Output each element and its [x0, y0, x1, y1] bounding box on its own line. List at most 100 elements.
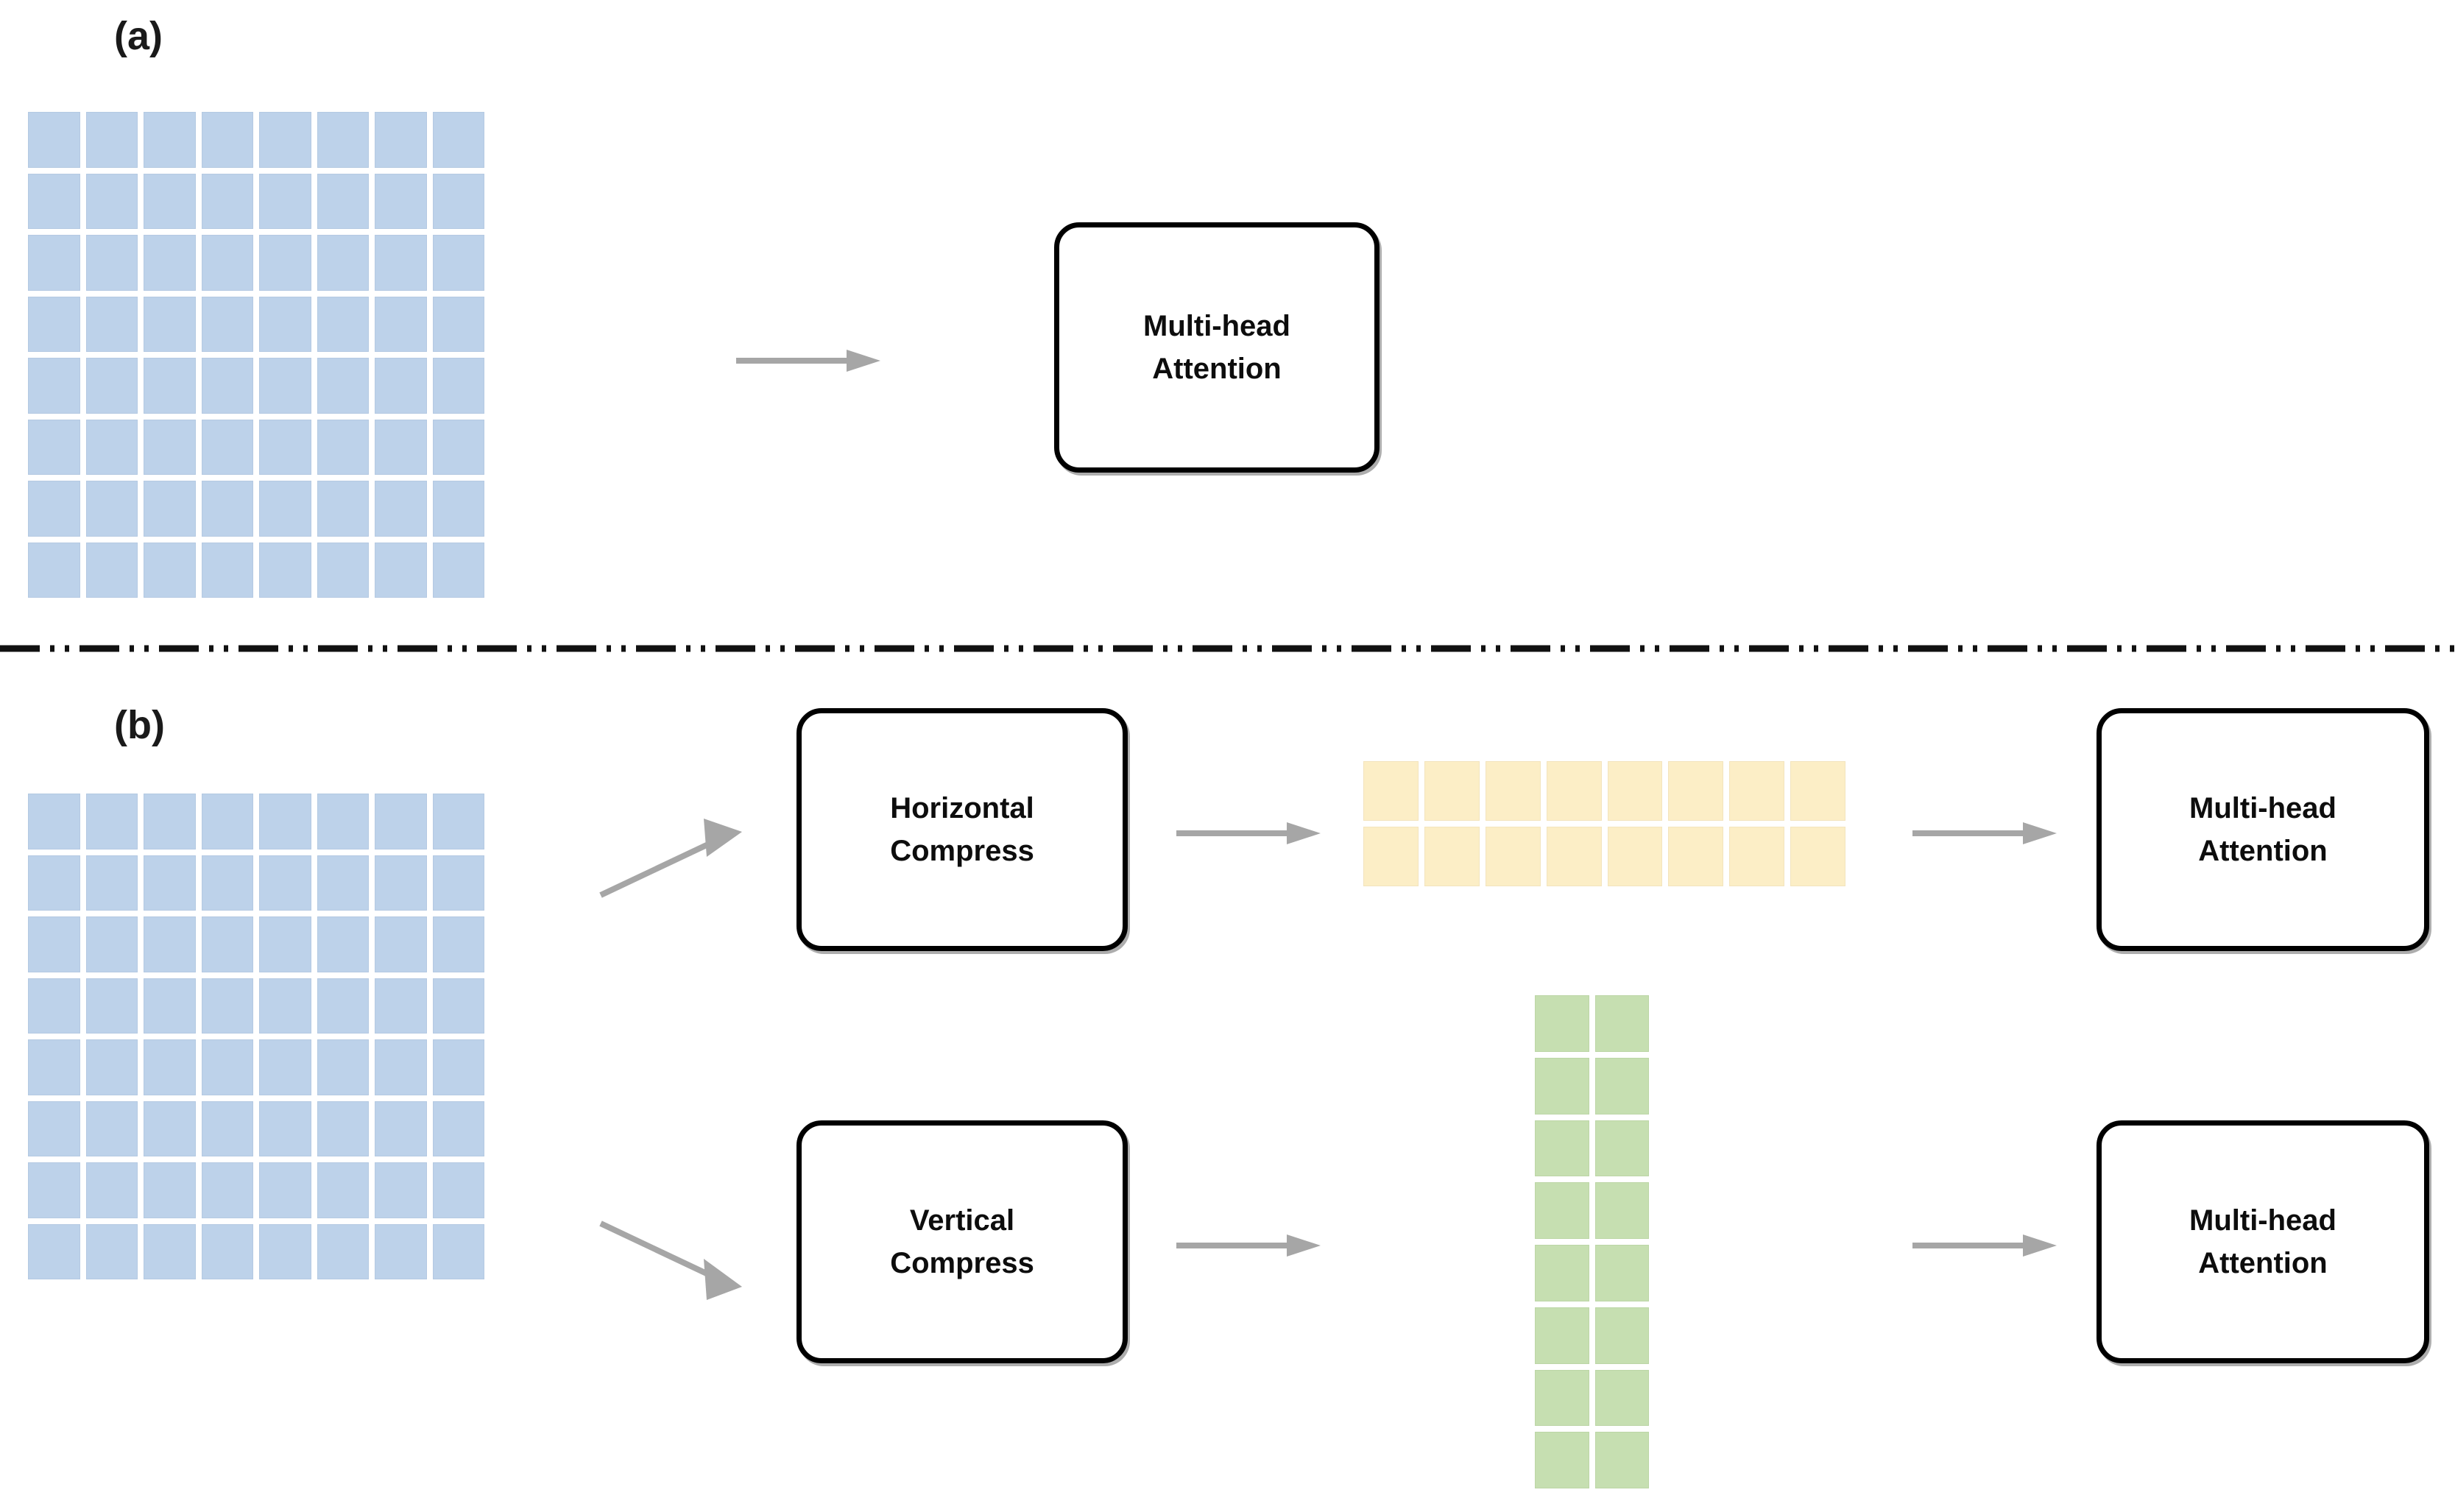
token-cell	[375, 112, 427, 168]
panel-divider	[0, 645, 2455, 652]
token-cell	[432, 794, 484, 849]
token-cell	[85, 916, 138, 972]
arrow-tokens-to-attention-bottom	[1912, 1234, 2057, 1257]
token-cell	[1535, 995, 1589, 1052]
token-cell	[259, 1162, 311, 1218]
token-cell	[259, 419, 311, 475]
input-token-grid-a	[28, 112, 484, 598]
token-cell	[317, 1162, 369, 1218]
horizontal-compress-box[interactable]: Horizontal Compress	[796, 708, 1128, 951]
token-cell	[317, 978, 369, 1034]
token-cell	[201, 112, 253, 168]
token-cell	[259, 358, 311, 414]
token-cell	[317, 112, 369, 168]
token-cell	[1535, 1245, 1589, 1301]
token-cell	[28, 1223, 80, 1279]
token-cell	[375, 978, 427, 1034]
token-cell	[144, 112, 196, 168]
token-cell	[85, 978, 138, 1034]
token-cell	[1535, 1182, 1589, 1239]
token-cell	[201, 173, 253, 229]
token-cell	[432, 112, 484, 168]
token-cell	[259, 1039, 311, 1095]
token-cell	[1594, 1432, 1649, 1488]
token-cell	[1607, 761, 1663, 821]
token-cell	[28, 358, 80, 414]
token-cell	[1535, 1307, 1589, 1364]
token-cell	[144, 1162, 196, 1218]
token-cell	[144, 1223, 196, 1279]
vertical-compress-label: Vertical Compress	[890, 1204, 1034, 1279]
token-cell	[1668, 761, 1724, 821]
token-cell	[375, 296, 427, 352]
token-cell	[201, 1101, 253, 1156]
token-cell	[28, 855, 80, 911]
token-cell	[375, 173, 427, 229]
token-cell	[85, 1162, 138, 1218]
vertical-compress-box[interactable]: Vertical Compress	[796, 1120, 1128, 1363]
token-cell	[85, 173, 138, 229]
token-cell	[317, 481, 369, 537]
token-cell	[259, 978, 311, 1034]
token-cell	[1485, 761, 1541, 821]
token-cell	[432, 1223, 484, 1279]
token-cell	[432, 978, 484, 1034]
horizontal-compressed-tokens	[1363, 761, 1845, 886]
token-cell	[201, 794, 253, 849]
token-cell	[85, 296, 138, 352]
token-cell	[1790, 827, 1845, 886]
token-cell	[317, 358, 369, 414]
token-cell	[375, 1039, 427, 1095]
arrow-grid-to-vertical-compress	[599, 1220, 742, 1300]
token-cell	[85, 1039, 138, 1095]
token-cell	[85, 112, 138, 168]
token-cell	[85, 419, 138, 475]
horizontal-compress-label: Horizontal Compress	[890, 792, 1034, 867]
token-cell	[201, 419, 253, 475]
multi-head-attention-box-bottom-label: Multi-head Attention	[2189, 1204, 2336, 1279]
token-cell	[144, 855, 196, 911]
multi-head-attention-box-top[interactable]: Multi-head Attention	[2097, 708, 2429, 951]
token-cell	[144, 978, 196, 1034]
token-cell	[259, 1101, 311, 1156]
token-cell	[1594, 1057, 1649, 1114]
token-cell	[144, 419, 196, 475]
token-cell	[1594, 1120, 1649, 1177]
token-cell	[28, 419, 80, 475]
token-cell	[375, 794, 427, 849]
input-token-grid-b	[28, 794, 484, 1279]
token-cell	[1594, 1245, 1649, 1301]
token-cell	[201, 1162, 253, 1218]
token-cell	[432, 1162, 484, 1218]
token-cell	[28, 1162, 80, 1218]
token-cell	[201, 296, 253, 352]
token-cell	[1535, 1369, 1589, 1427]
multi-head-attention-box-a[interactable]: Multi-head Attention	[1054, 222, 1380, 473]
token-cell	[432, 419, 484, 475]
token-cell	[1535, 1432, 1589, 1488]
multi-head-attention-box-bottom[interactable]: Multi-head Attention	[2097, 1120, 2429, 1363]
token-cell	[375, 481, 427, 537]
token-cell	[259, 794, 311, 849]
token-cell	[375, 916, 427, 972]
token-cell	[317, 1039, 369, 1095]
token-cell	[375, 235, 427, 291]
token-cell	[144, 916, 196, 972]
token-cell	[1546, 827, 1602, 886]
token-cell	[432, 235, 484, 291]
multi-head-attention-box-top-label: Multi-head Attention	[2189, 792, 2336, 867]
arrow-tokens-to-attention-top	[1912, 822, 2057, 844]
token-cell	[28, 978, 80, 1034]
token-cell	[85, 1223, 138, 1279]
token-cell	[317, 296, 369, 352]
token-cell	[375, 855, 427, 911]
token-cell	[201, 978, 253, 1034]
token-cell	[375, 358, 427, 414]
arrow-horizontal-compress-to-tokens	[1176, 822, 1321, 844]
token-cell	[317, 855, 369, 911]
token-cell	[317, 794, 369, 849]
token-cell	[201, 916, 253, 972]
token-cell	[85, 542, 138, 598]
token-cell	[1594, 1369, 1649, 1427]
